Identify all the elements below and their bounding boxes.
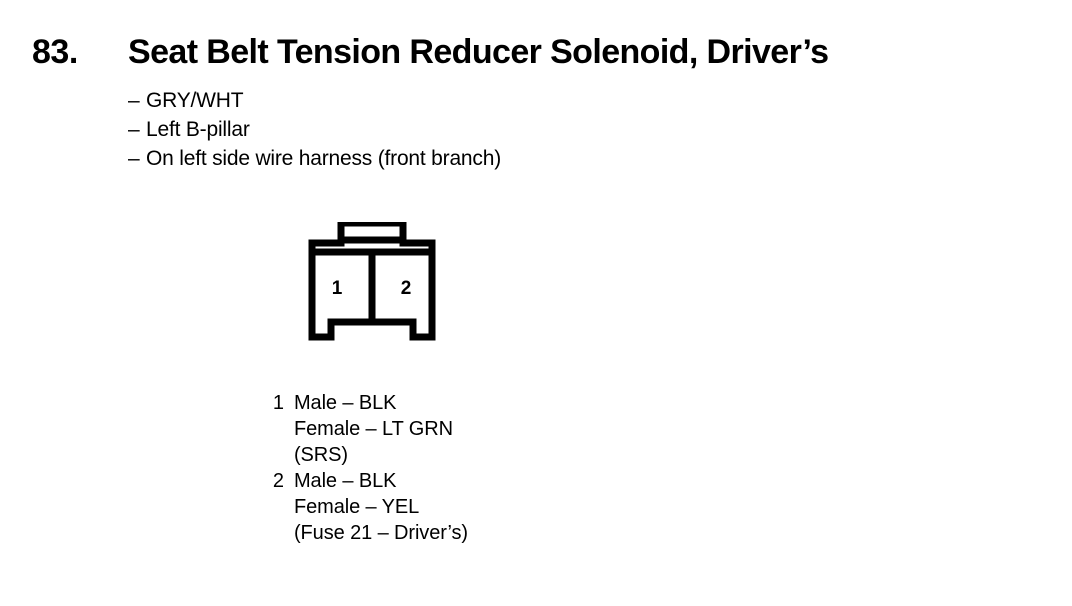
- dash-icon: –: [128, 147, 140, 170]
- pin-detail-line: Female – LT GRN: [294, 418, 453, 440]
- page-title: 83. Seat Belt Tension Reducer Solenoid, …: [32, 33, 829, 72]
- dash-icon: –: [128, 118, 140, 141]
- attribute-label: Left B-pillar: [146, 118, 250, 141]
- connector-outline-icon: 1 2: [308, 222, 436, 341]
- pin-legend: 1 Male – BLK Female – LT GRN (SRS) 2 Mal…: [258, 390, 468, 546]
- pin-entry: 2 Male – BLK Female – YEL (Fuse 21 – Dri…: [258, 468, 468, 546]
- attribute-item: –Left B-pillar: [128, 115, 501, 144]
- pin-entry: 1 Male – BLK Female – LT GRN (SRS): [258, 390, 468, 468]
- pin-number: 1: [272, 392, 284, 414]
- entry-title: Seat Belt Tension Reducer Solenoid, Driv…: [128, 33, 829, 71]
- pin-detail-line: (SRS): [294, 444, 348, 466]
- pin-detail-lines: Male – BLK Female – YEL (Fuse 21 – Drive…: [294, 468, 468, 546]
- pin-detail-lines: Male – BLK Female – LT GRN (SRS): [294, 390, 453, 468]
- pin-number: 2: [272, 470, 284, 492]
- pin-detail-line: Male – BLK: [294, 392, 397, 414]
- pin-detail-line: (Fuse 21 – Driver’s): [294, 522, 468, 544]
- cavity-label-2: 2: [401, 278, 412, 299]
- pin-detail-line: Female – YEL: [294, 496, 420, 518]
- attribute-label: On left side wire harness (front branch): [146, 147, 501, 170]
- attribute-item: –On left side wire harness (front branch…: [128, 144, 501, 173]
- attribute-label: GRY/WHT: [146, 89, 244, 112]
- dash-icon: –: [128, 89, 140, 112]
- pin-detail-line: Male – BLK: [294, 470, 397, 492]
- attribute-item: –GRY/WHT: [128, 86, 501, 115]
- entry-number: 83.: [32, 33, 78, 71]
- cavity-label-1: 1: [332, 278, 343, 299]
- connector-diagram: 1 2: [296, 222, 456, 347]
- attribute-list: –GRY/WHT –Left B-pillar –On left side wi…: [128, 86, 501, 173]
